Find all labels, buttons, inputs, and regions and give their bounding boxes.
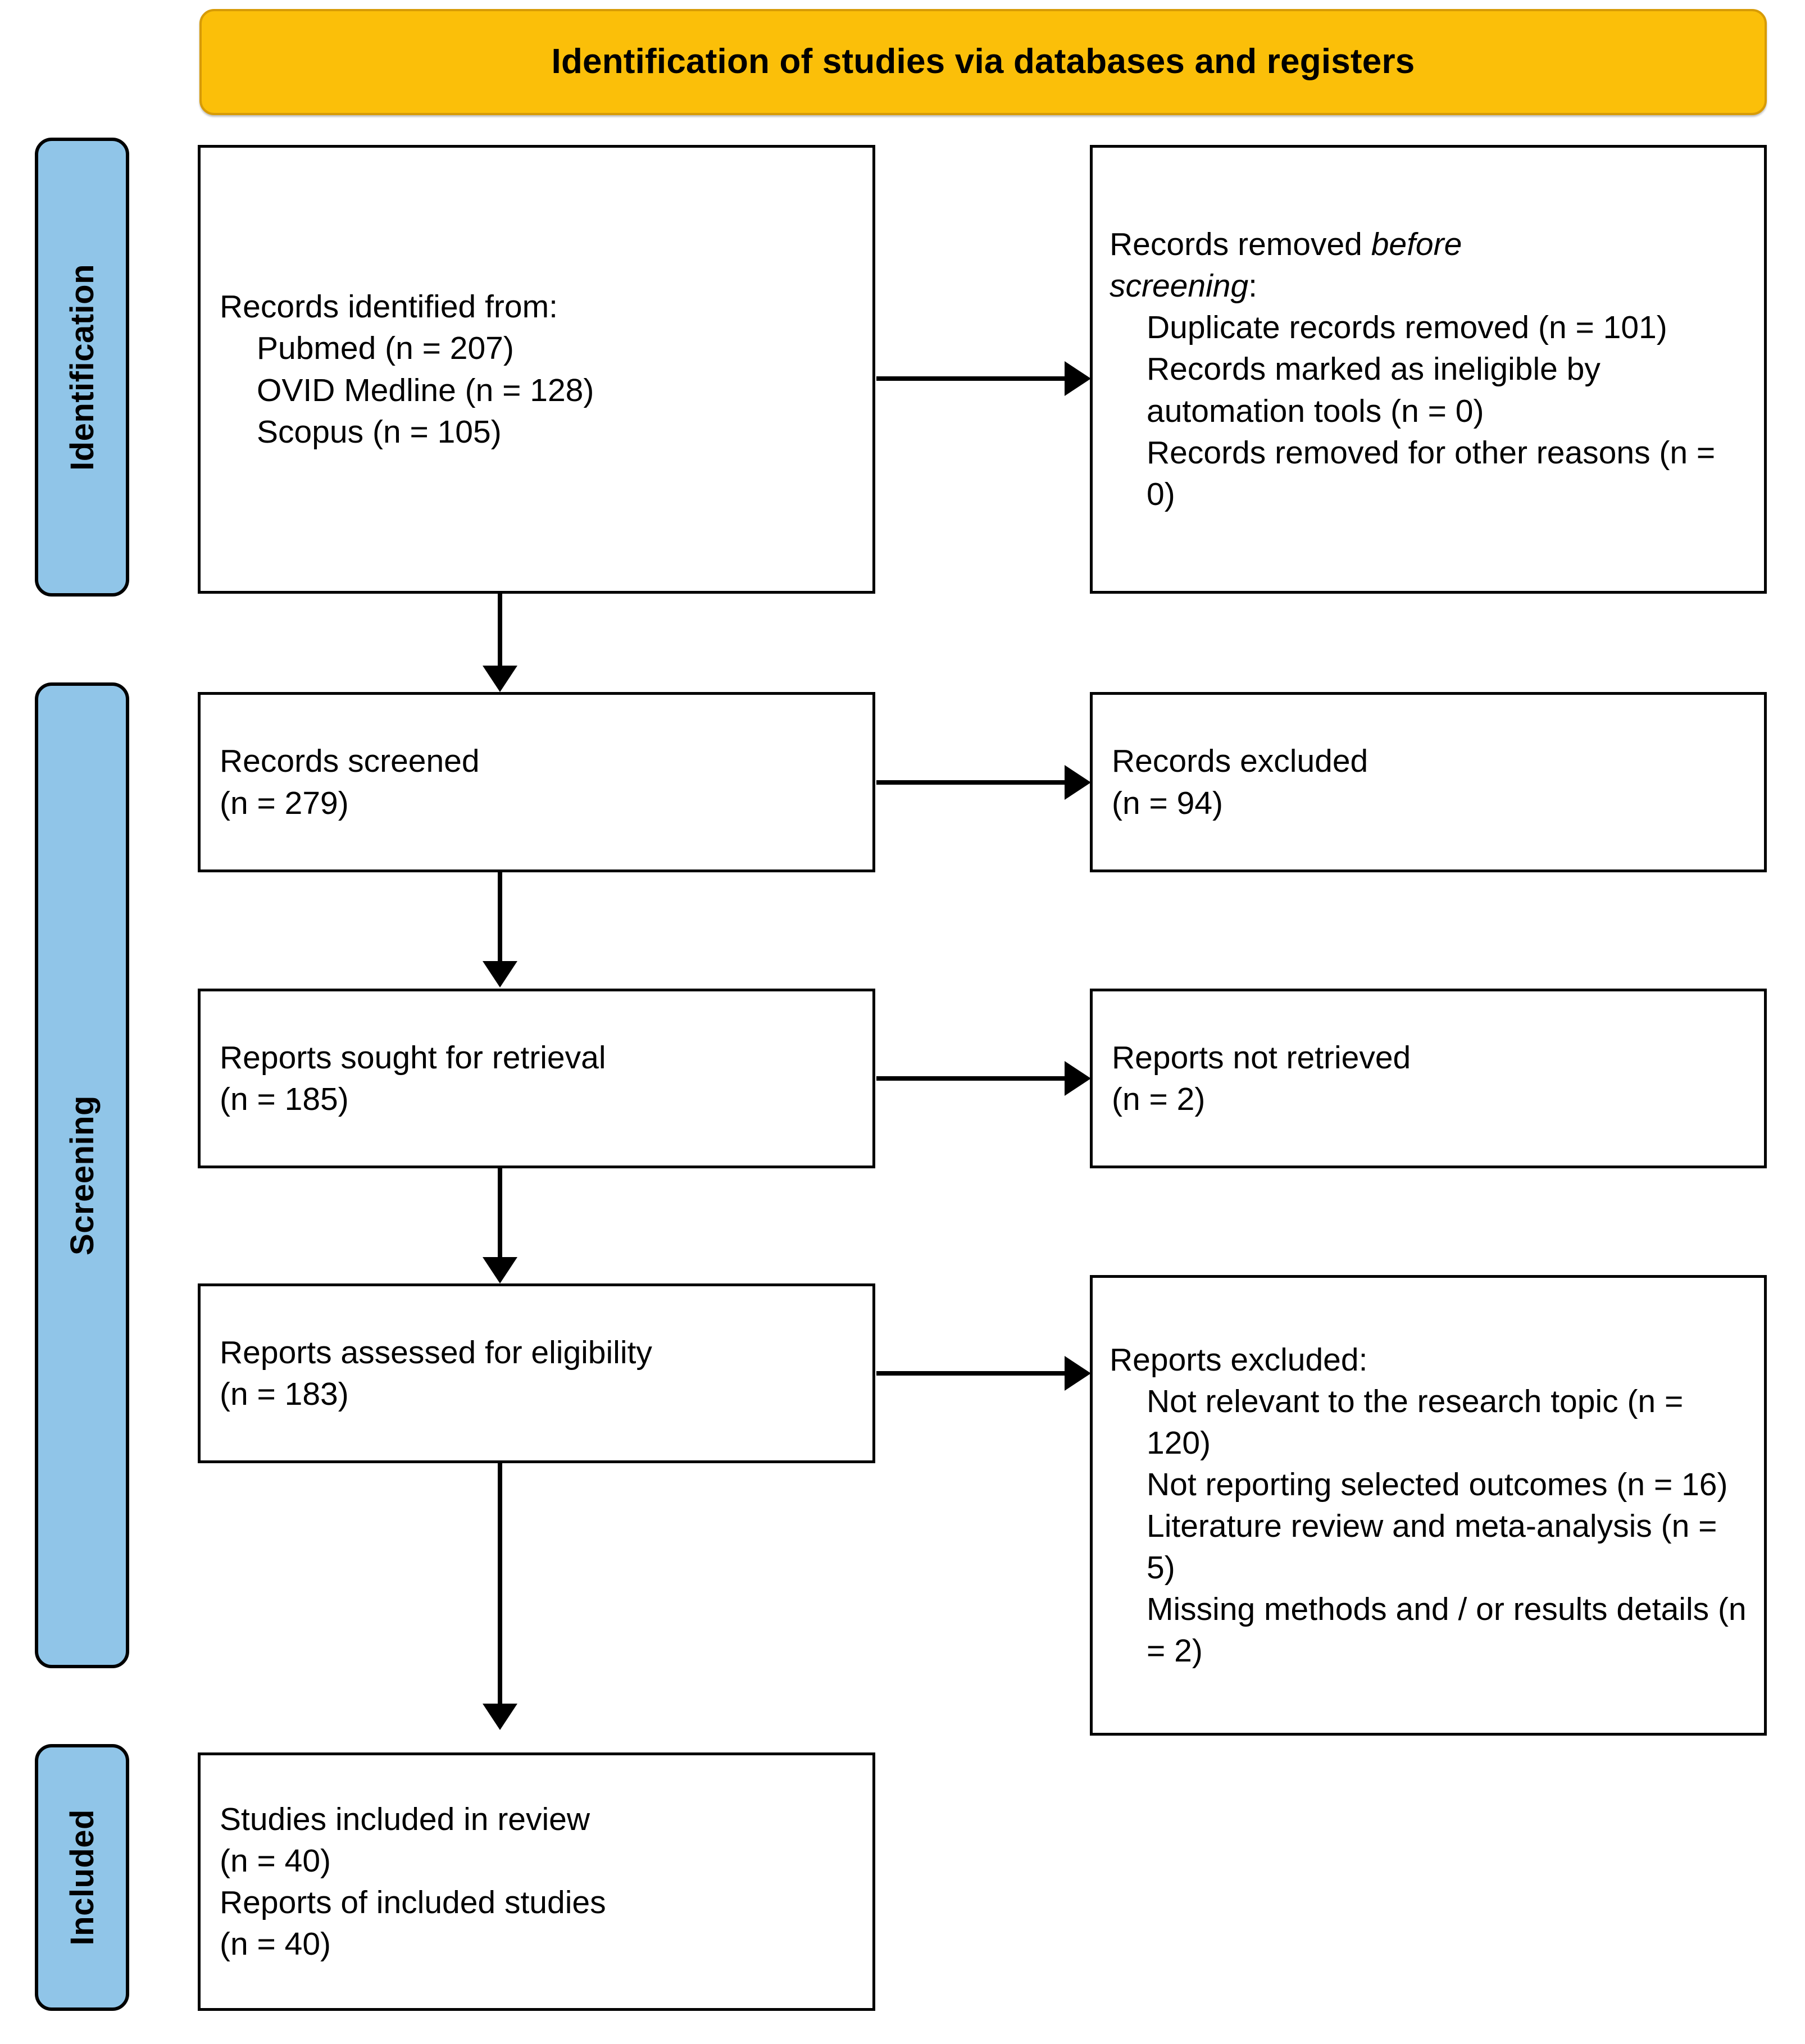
records-screened-line-1: Records screened xyxy=(220,743,480,780)
connector-sought-to-assessed xyxy=(498,1168,502,1258)
stage-tab-included-label: Included xyxy=(63,1809,101,1946)
connector-screened-to-sought xyxy=(498,872,502,962)
records-removed-ineligible-automation: Records marked as ineligible by automati… xyxy=(1147,351,1610,429)
records-identified-line-1: Records identified from: xyxy=(220,289,558,325)
stage-tab-identification-label: Identification xyxy=(63,263,101,471)
reports-sought-line-1: Reports sought for retrieval xyxy=(220,1039,606,1076)
reports-assessed-line-2: (n = 183) xyxy=(220,1376,349,1412)
records-identified-scopus: Scopus (n = 105) xyxy=(257,413,502,450)
box-reports-assessed-for-eligibility: Reports assessed for eligibility (n = 18… xyxy=(198,1283,875,1463)
box-studies-included-in-review: Studies included in review (n = 40) Repo… xyxy=(198,1752,875,2011)
studies-included-line-1: Studies included in review xyxy=(220,1801,590,1837)
reports-excluded-not-relevant: Not relevant to the research topic (n = … xyxy=(1147,1383,1693,1461)
records-removed-line-2: screening: xyxy=(1110,268,1257,304)
box-records-excluded: Records excluded (n = 94) xyxy=(1090,692,1767,872)
box-records-screened: Records screened (n = 279) xyxy=(198,692,875,872)
records-removed-line-1: Records removed before xyxy=(1110,226,1462,263)
stage-tab-screening: Screening xyxy=(35,682,129,1668)
records-identified-pubmed: Pubmed (n = 207) xyxy=(257,330,514,367)
box-records-removed-before-screening: Records removed before screening: Duplic… xyxy=(1090,145,1767,594)
stage-tab-screening-label: Screening xyxy=(63,1095,101,1255)
reports-assessed-line-1: Reports assessed for eligibility xyxy=(220,1334,652,1371)
connector-identified-to-removed xyxy=(876,376,1070,381)
arrowhead-sought-to-assessed xyxy=(483,1257,517,1283)
studies-included-line-3: Reports of included studies xyxy=(220,1884,606,1920)
reports-sought-line-2: (n = 185) xyxy=(220,1081,349,1117)
box-reports-not-retrieved: Reports not retrieved (n = 2) xyxy=(1090,989,1767,1168)
box-reports-sought-for-retrieval: Reports sought for retrieval (n = 185) xyxy=(198,989,875,1168)
reports-excluded-review-meta-analysis: Literature review and meta-analysis (n =… xyxy=(1147,1508,1726,1586)
records-removed-other-reasons: Records removed for other reasons (n = 0… xyxy=(1147,434,1725,512)
arrowhead-assessed-to-excluded xyxy=(1065,1356,1091,1391)
arrowhead-screened-to-sought xyxy=(483,961,517,987)
stage-tab-identification: Identification xyxy=(35,138,129,597)
reports-not-retrieved-line-2: (n = 2) xyxy=(1112,1081,1206,1117)
connector-identified-to-screened xyxy=(498,594,502,667)
reports-not-retrieved-line-1: Reports not retrieved xyxy=(1112,1039,1411,1076)
stage-tab-included: Included xyxy=(35,1744,129,2011)
studies-included-line-4: (n = 40) xyxy=(220,1926,331,1963)
box-records-identified: Records identified from: Pubmed (n = 207… xyxy=(198,145,875,594)
records-screened-line-2: (n = 279) xyxy=(220,785,349,821)
records-excluded-line-1: Records excluded xyxy=(1112,743,1368,780)
connector-screened-to-excluded xyxy=(876,780,1070,785)
records-removed-duplicates: Duplicate records removed (n = 101) xyxy=(1147,309,1667,346)
reports-excluded-missing-details: Missing methods and / or results details… xyxy=(1147,1591,1756,1669)
arrowhead-assessed-to-included xyxy=(483,1704,517,1730)
arrowhead-screened-to-excluded xyxy=(1065,765,1091,800)
diagram-header-banner: Identification of studies via databases … xyxy=(199,9,1767,115)
arrowhead-identified-to-screened xyxy=(483,666,517,692)
arrowhead-sought-to-not-retrieved xyxy=(1065,1061,1091,1096)
reports-excluded-not-reporting-outcomes: Not reporting selected outcomes (n = 16) xyxy=(1147,1466,1728,1503)
connector-assessed-to-excluded xyxy=(876,1371,1070,1376)
records-identified-ovid-medline: OVID Medline (n = 128) xyxy=(257,372,594,408)
records-excluded-line-2: (n = 94) xyxy=(1112,785,1224,821)
diagram-header-title: Identification of studies via databases … xyxy=(551,42,1415,81)
reports-excluded-line-1: Reports excluded: xyxy=(1110,1341,1368,1378)
connector-sought-to-not-retrieved xyxy=(876,1076,1070,1081)
arrowhead-identified-to-removed xyxy=(1065,361,1091,396)
box-reports-excluded: Reports excluded: Not relevant to the re… xyxy=(1090,1275,1767,1736)
connector-assessed-to-included xyxy=(498,1463,502,1705)
studies-included-line-2: (n = 40) xyxy=(220,1842,331,1879)
